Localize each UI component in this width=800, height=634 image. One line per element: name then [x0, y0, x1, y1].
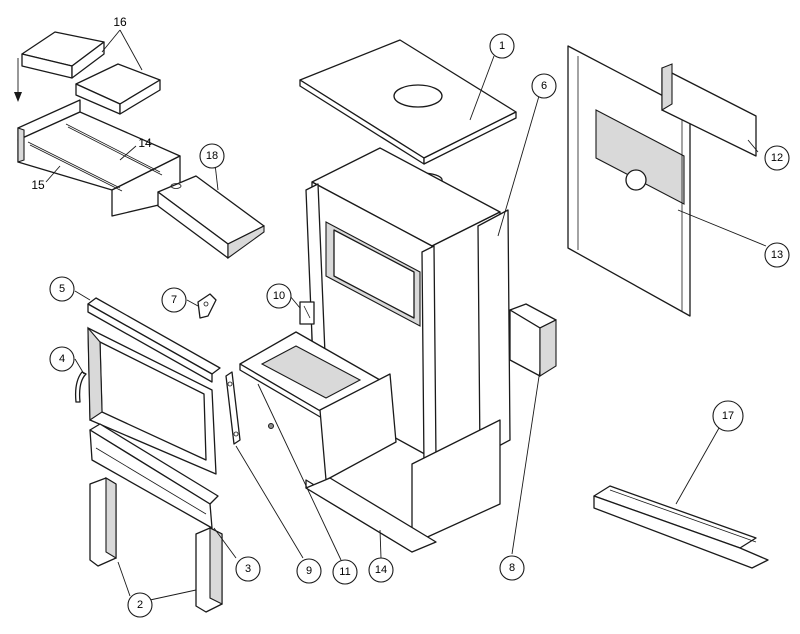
- side-pillars-part-2: [89, 477, 223, 613]
- firebricks-part-16: [21, 31, 161, 115]
- baffle-part-18: [157, 175, 265, 260]
- callout-6-label: 6: [541, 80, 547, 92]
- stove-body: [305, 147, 511, 467]
- callout-8: 8: [499, 555, 525, 581]
- callout-8-label: 8: [509, 562, 515, 574]
- callout-7: 7: [161, 287, 187, 313]
- callout-14-label: 14: [375, 564, 387, 576]
- callout-12-label: 12: [771, 152, 783, 164]
- door-part-4: [74, 326, 217, 475]
- label-16: 16: [113, 15, 127, 29]
- callout-9-label: 9: [306, 565, 312, 577]
- callout-4: 4: [49, 346, 75, 372]
- callout-5: 5: [49, 276, 75, 302]
- hinge-bracket-part-9: [225, 371, 241, 445]
- label-15: 15: [31, 178, 45, 192]
- callout-3: 3: [235, 556, 261, 582]
- callout-13: 13: [764, 242, 790, 268]
- top-trim-part-5: [87, 297, 221, 383]
- callout-2: 2: [127, 592, 153, 618]
- callout-18-label: 18: [206, 150, 218, 162]
- callout-7-label: 7: [171, 294, 177, 306]
- leader-lines: [45, 29, 767, 601]
- ash-tray-part-11: [239, 331, 381, 419]
- lower-trim-part-3: [89, 423, 219, 529]
- latch-part-7: [197, 293, 217, 319]
- callout-18: 18: [199, 143, 225, 169]
- callout-1: 1: [489, 33, 515, 59]
- callout-17: 17: [712, 400, 744, 432]
- heat-shield-part-13: [567, 45, 691, 317]
- callout-2-label: 2: [137, 599, 143, 611]
- label-14: 14: [138, 136, 152, 150]
- callout-6: 6: [531, 73, 557, 99]
- deflector-part-17: [593, 485, 769, 569]
- callout-11-label: 11: [339, 566, 350, 578]
- screw-icon: [268, 423, 274, 429]
- callout-10-label: 10: [273, 290, 285, 302]
- callout-4-label: 4: [59, 353, 65, 365]
- callout-3-label: 3: [245, 563, 251, 575]
- callout-5-label: 5: [59, 283, 65, 295]
- arrow-down-icon: [14, 58, 22, 102]
- callout-13-label: 13: [771, 249, 783, 261]
- callout-1-label: 1: [499, 40, 505, 52]
- brick-retainer-assembly: [17, 99, 181, 217]
- control-part-10: [299, 301, 315, 325]
- top-plate-part-1: [299, 39, 517, 165]
- panel-part-12: [661, 63, 757, 157]
- callout-9: 9: [296, 558, 322, 584]
- callout-12: 12: [764, 145, 790, 171]
- callout-11: 11: [332, 559, 358, 585]
- side-drawer-part-8: [509, 303, 557, 377]
- callout-17-label: 17: [722, 410, 734, 422]
- pedestal: [305, 373, 501, 553]
- callout-14: 14: [368, 557, 394, 583]
- callout-10: 10: [266, 283, 292, 309]
